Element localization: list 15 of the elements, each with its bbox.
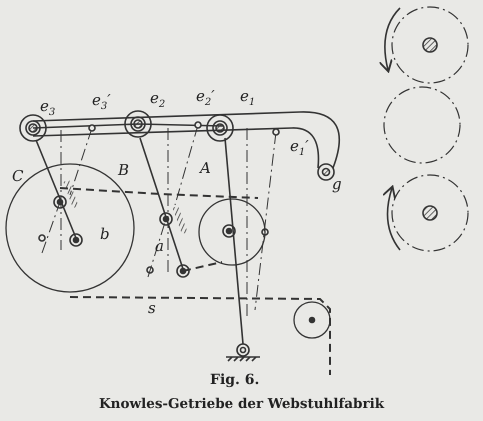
part-label: g <box>332 176 342 192</box>
part-label: e$_{2}$ <box>150 90 166 112</box>
part-label: e$_{1}$ <box>240 88 256 110</box>
part-label: b <box>100 226 110 242</box>
part-label: s <box>148 300 156 316</box>
figure-number: Fig. 6. <box>210 372 260 388</box>
part-label: B <box>118 162 130 178</box>
part-label: e$_{3}$ <box>40 98 56 120</box>
part-label: e$_{2}$′ <box>196 88 215 110</box>
part-label: C <box>12 168 24 184</box>
part-label: A <box>200 160 211 176</box>
part-label: e$_{3}$′ <box>92 92 111 114</box>
part-label: a <box>155 238 164 254</box>
figure-caption: Knowles-Getriebe der Webstuhlfabrik <box>98 396 386 412</box>
part-label: e$_{1}$′ <box>290 138 309 160</box>
